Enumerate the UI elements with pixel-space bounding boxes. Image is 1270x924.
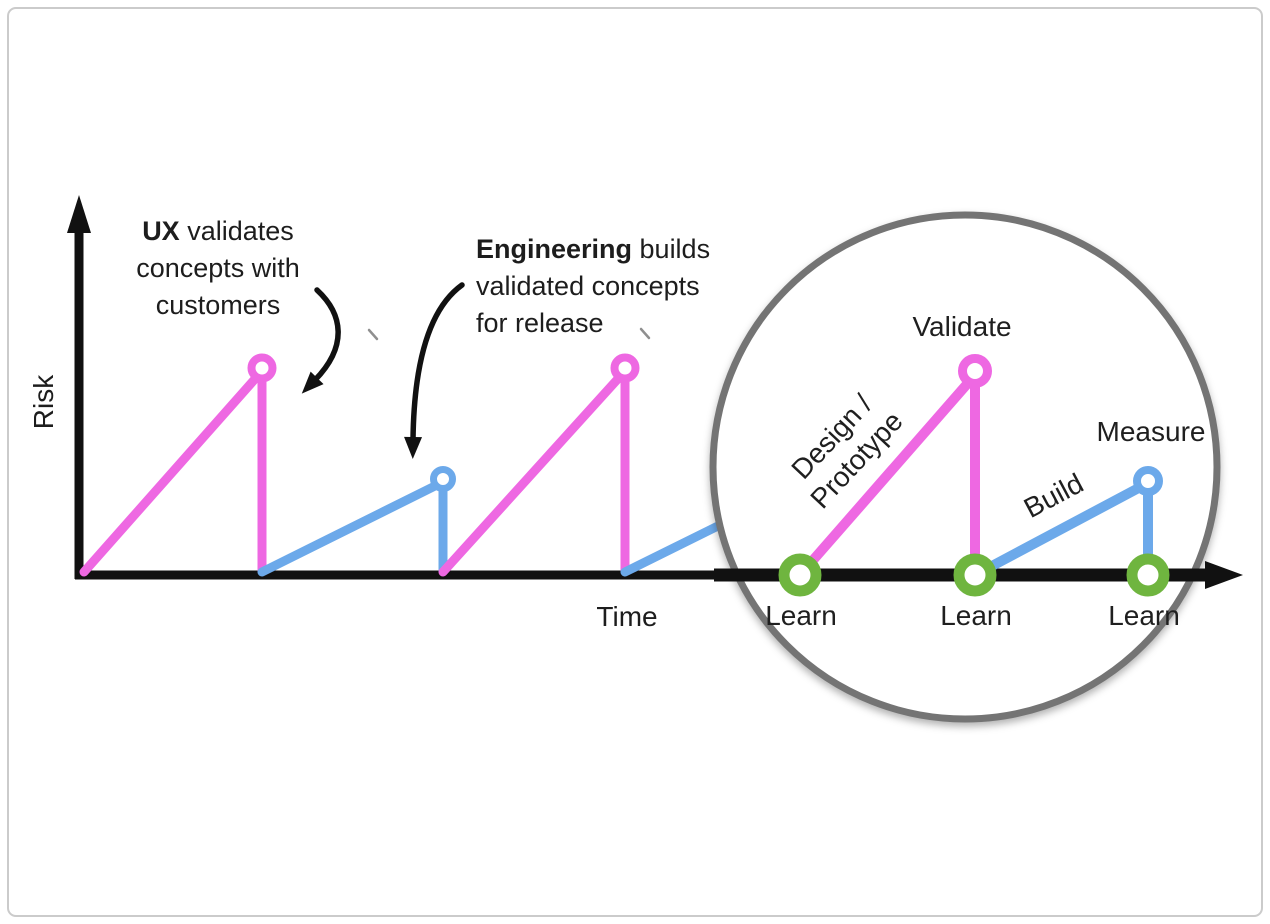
eng-annotation-arrow	[404, 282, 465, 459]
stray-mark-1	[367, 328, 379, 341]
magnified-build-line	[970, 478, 1153, 580]
learn-label-1: Learn	[765, 600, 837, 631]
learn-marker-3	[1126, 553, 1170, 597]
learn-label-3: Learn	[1108, 600, 1180, 631]
annotation-engineering-line2: validated concepts	[476, 271, 700, 301]
annotation-ux-bold: UX	[142, 216, 180, 246]
magnifier-circle	[709, 211, 1221, 723]
learn-marker-1	[778, 553, 822, 597]
annotation-ux-line3: customers	[155, 290, 281, 320]
x-axis-arrow-icon	[1205, 561, 1243, 589]
eng-cycle-rise-2	[620, 516, 733, 577]
measure-label: Measure	[1097, 416, 1206, 447]
measure-peak-marker	[1133, 466, 1163, 496]
learn-marker-2	[953, 553, 997, 597]
eng-peak-marker-1	[430, 466, 456, 492]
annotation-engineering-line3: for release	[476, 308, 604, 338]
ux-cycle-rise-1	[79, 366, 267, 577]
annotation-engineering-bold: Engineering	[476, 234, 633, 264]
annotation-engineering-line1: Engineering builds	[476, 231, 710, 268]
ux-cycle-rise-2	[438, 366, 630, 577]
ux-peak-marker-2	[610, 353, 640, 383]
annotation-ux-line2: concepts with	[136, 253, 300, 283]
annotation-ux-line1: UX validates	[88, 213, 348, 250]
eng-cycle-rise-1	[257, 477, 448, 577]
annotation-engineering-line1-rest: builds	[639, 234, 711, 264]
annotation-engineering: Engineering builds validated concepts fo…	[476, 231, 710, 342]
stray-mark-2	[639, 327, 651, 340]
ux-peak-marker-1	[247, 353, 277, 383]
validate-label: Validate	[912, 311, 1011, 342]
time-axis-label: Time	[596, 601, 658, 632]
annotation-ux: UX validates concepts with customers	[88, 213, 348, 324]
y-axis-arrow-icon	[67, 195, 91, 233]
risk-axis-label: Risk	[28, 374, 59, 430]
annotation-ux-line1-rest: validates	[187, 216, 294, 246]
ux-annotation-arrow	[301, 287, 341, 394]
magnified-design-prototype-line	[795, 370, 980, 580]
validate-peak-marker	[958, 354, 992, 388]
learn-label-2: Learn	[940, 600, 1012, 631]
